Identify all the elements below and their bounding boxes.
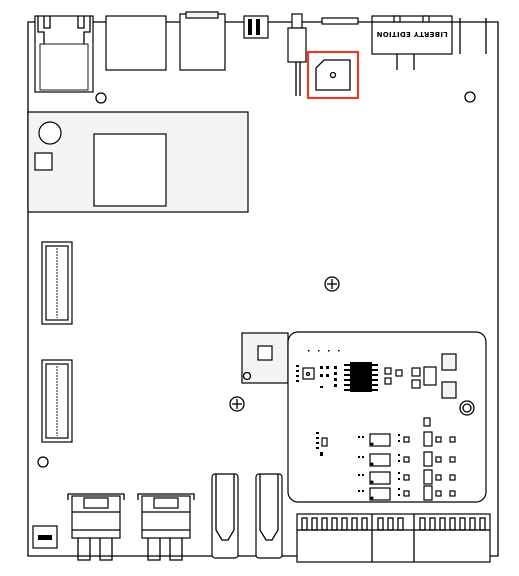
terminal-header [296, 513, 491, 563]
mounting-hole-tl [95, 92, 107, 104]
header-strip [321, 17, 359, 25]
mounting-hole-bl [37, 456, 49, 468]
hdmi-connector-2 [255, 473, 283, 559]
usb-stack-top [105, 15, 167, 71]
screw-hole-left [229, 396, 245, 412]
opto-row-3 [369, 469, 456, 485]
header-text: LIBERTY EDITION [376, 30, 447, 38]
opto-row-4 [369, 485, 456, 501]
m2-slot-bottom [41, 359, 73, 443]
small-header [243, 15, 269, 39]
hdmi-connector-1 [211, 473, 239, 559]
right-top-connector [459, 18, 487, 54]
soc-module [27, 111, 249, 213]
opto-row-1 [369, 431, 456, 447]
m2-slot-top [41, 241, 73, 325]
usb-connector-2 [137, 493, 195, 561]
ethernet-jack [34, 15, 94, 93]
small-pad [241, 332, 289, 384]
opto-row-2 [369, 451, 456, 467]
highlighted-component [306, 50, 360, 100]
power-jack [179, 11, 226, 71]
small-bottom-connector [32, 525, 58, 549]
screw-hole-center [324, 276, 340, 292]
usb-connector-1 [67, 493, 125, 561]
fan-connector: LIBERTY EDITION [371, 15, 453, 70]
mounting-hole-tr [464, 91, 476, 103]
daughter-board [287, 331, 487, 503]
reset-switch [287, 13, 307, 96]
